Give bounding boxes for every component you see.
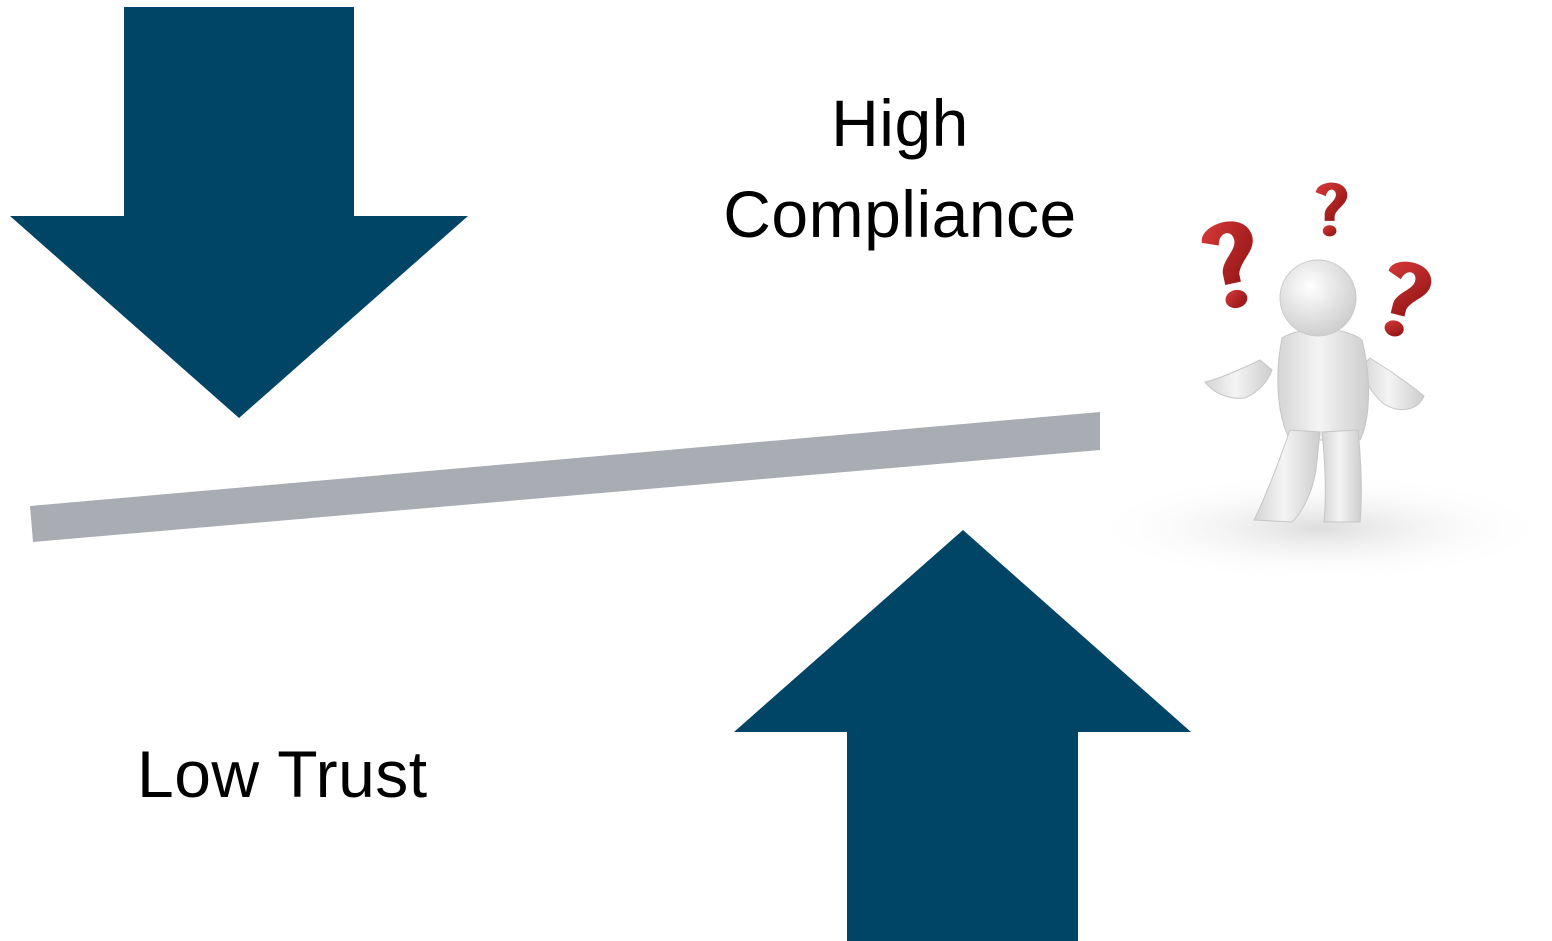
seesaw-beam xyxy=(30,412,1100,542)
high-compliance-line1: High xyxy=(831,86,969,160)
up-arrow xyxy=(734,530,1191,941)
confused-person-icon xyxy=(1090,259,1550,583)
down-arrow xyxy=(10,7,468,418)
low-trust-label: Low Trust xyxy=(137,737,428,811)
high-compliance-line2: Compliance xyxy=(723,177,1077,252)
high-compliance-label: High Compliance xyxy=(660,78,1140,260)
question-mark-icon xyxy=(1201,182,1432,337)
